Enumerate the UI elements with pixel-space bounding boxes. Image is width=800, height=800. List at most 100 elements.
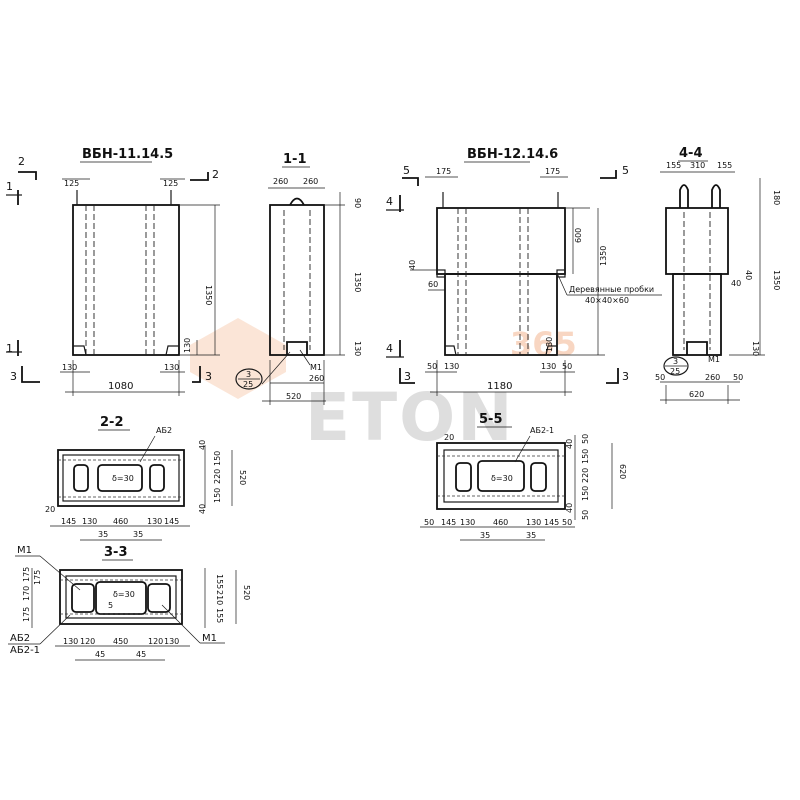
dim-44-155b: 155 [717, 161, 732, 170]
title-section-4-4: 4-4 [679, 146, 703, 161]
dim-55-145a: 145 [441, 518, 456, 527]
section-5-5: 5-5 δ=30 АБ2-1 20 50 40 150 220 150 40 5… [420, 412, 627, 541]
dim-11-260a: 260 [273, 177, 288, 186]
label-33-5: 5 [108, 601, 113, 610]
dim-mid-1350: 1350 [599, 246, 608, 266]
dim-55-40b: 40 [565, 503, 574, 513]
dim-mid-50a: 50 [427, 362, 437, 371]
dim-11-130: 130 [353, 341, 362, 356]
section-2-2: 2-2 δ=30 АБ2 40 150 220 150 40 520 20 14… [45, 415, 247, 541]
label-33-m1-right: М1 [202, 633, 217, 644]
dim-33-520: 520 [242, 585, 251, 600]
mid-upper-block [436, 207, 566, 275]
watermark-logo-icon [190, 318, 286, 399]
callout-circle-3-25-right [663, 356, 689, 376]
dim-33-175a: 175 [22, 567, 31, 582]
dim-55-460: 460 [493, 518, 508, 527]
cut-2-right: 2 [212, 168, 219, 181]
dim-55-35b: 35 [526, 531, 536, 540]
dim-55-40a: 40 [565, 439, 574, 449]
dim-33-155a: 155 [215, 574, 224, 589]
watermark-number: 365 [510, 325, 577, 363]
dim-left-1080: 1080 [108, 381, 133, 392]
callout-3-left: 3 [246, 370, 251, 379]
dim-mid-60: 60 [428, 280, 438, 289]
dim-44-40a: 40 [744, 270, 753, 280]
label-33-m1-left: М1 [17, 545, 32, 556]
dim-33-45b: 45 [136, 650, 146, 659]
block-outline-left [72, 204, 180, 356]
dim-22-35b: 35 [133, 530, 143, 539]
dim-left-130-br: 130 [164, 363, 179, 372]
dim-33-120b: 120 [148, 637, 163, 646]
section-5-5-outline [436, 442, 566, 510]
dim-mid-130c: 130 [545, 337, 554, 352]
cut-2-left: 2 [18, 155, 25, 168]
dim-22-145b: 145 [164, 517, 179, 526]
dim-33-175-top: 175 [33, 570, 42, 585]
dim-44-50b: 50 [733, 373, 743, 382]
dim-mid-1180: 1180 [487, 381, 512, 392]
dim-11-520: 520 [286, 392, 301, 401]
note-wooden-plugs-size: 40×40×60 [585, 296, 629, 305]
dim-33-175b: 175 [22, 607, 31, 622]
dim-55-220: 220 [581, 468, 590, 483]
dim-mid-130b: 130 [541, 362, 556, 371]
dim-22-150a: 150 [213, 451, 222, 466]
dim-22-145a: 145 [61, 517, 76, 526]
label-11-m1: М1 [310, 363, 322, 372]
cut-3-right: 3 [205, 370, 212, 383]
elevation-vbn-11-14-5: ВБН-11.14.5 125 125 1350 130 130 130 108… [6, 147, 220, 396]
void-right-22 [149, 464, 165, 492]
section-1-1: 1-1 260 260 90 1350 130 М1 260 520 3 25 [235, 152, 362, 405]
thickness-55: δ=30 [491, 474, 513, 483]
title-mid-elevation: ВБН-12.14.6 [467, 147, 558, 162]
section-4-4-upper [665, 207, 729, 275]
dim-33-45a: 45 [95, 650, 105, 659]
dim-22-460: 460 [113, 517, 128, 526]
dim-33-155b: 155 [215, 608, 224, 623]
dim-left-130-bl: 130 [62, 363, 77, 372]
elevation-vbn-12-14-6: ВБН-12.14.6 175 175 600 1350 40 60 Дерев… [386, 147, 662, 396]
dim-33-120a: 120 [80, 637, 95, 646]
dim-55-150b: 150 [581, 486, 590, 501]
dim-44-50a: 50 [655, 373, 665, 382]
dim-55-50d: 50 [562, 518, 572, 527]
mid-lower-block [444, 273, 558, 356]
dim-11-1350: 1350 [353, 272, 362, 292]
void-left-33 [71, 583, 95, 613]
dim-33-210: 210 [215, 590, 224, 605]
dim-55-50a: 50 [581, 434, 590, 444]
section-3-3-outline [59, 569, 183, 625]
dim-44-180: 180 [772, 190, 781, 205]
dim-44-260: 260 [705, 373, 720, 382]
cut-3-mid-left: 3 [404, 370, 411, 383]
dim-mid-175a: 175 [436, 167, 451, 176]
cut-5-right: 5 [622, 164, 629, 177]
dim-55-50b: 50 [581, 510, 590, 520]
note-wooden-plugs: Деревянные пробки [569, 285, 654, 294]
dim-55-620: 620 [618, 464, 627, 479]
dim-22-520: 520 [238, 470, 247, 485]
dim-11-90: 90 [353, 198, 362, 208]
dim-22-150b: 150 [213, 488, 222, 503]
dim-44-1350: 1350 [772, 270, 781, 290]
dim-mid-40: 40 [408, 260, 417, 270]
cut-4-top: 4 [386, 195, 393, 208]
dim-44-130: 130 [751, 341, 760, 356]
title-section-5-5: 5-5 [479, 412, 503, 427]
dim-11-260c: 260 [309, 374, 324, 383]
dim-mid-130a: 130 [444, 362, 459, 371]
void-center-55 [477, 460, 525, 492]
dim-55-150a: 150 [581, 449, 590, 464]
dim-left-1350: 1350 [204, 285, 213, 305]
section-2-2-outline [57, 449, 185, 507]
section-1-1-outline [269, 204, 325, 356]
callout-25-right: 25 [670, 367, 680, 376]
dim-22-220: 220 [213, 469, 222, 484]
dim-22-130b: 130 [147, 517, 162, 526]
cut-5-left: 5 [403, 164, 410, 177]
thickness-33: δ=30 [113, 590, 135, 599]
dim-55-130b: 130 [526, 518, 541, 527]
